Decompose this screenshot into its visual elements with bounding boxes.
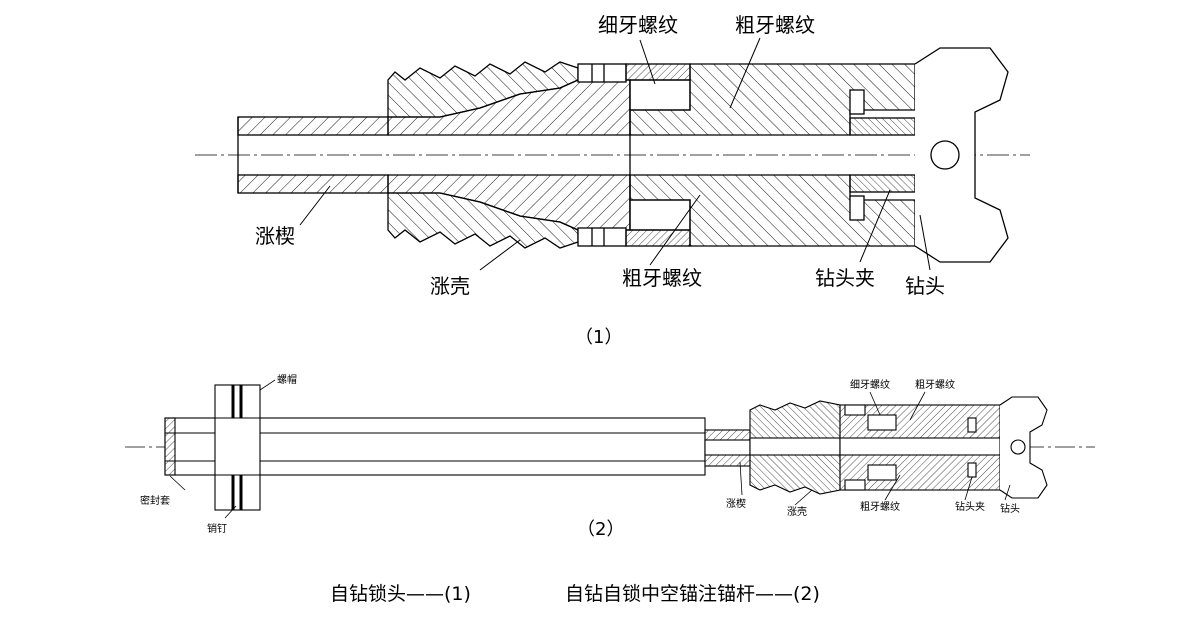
label-bit-2: 钻头 (1000, 502, 1020, 515)
label-coarse-thread-top-1: 粗牙螺纹 (735, 13, 815, 37)
label-seal-sleeve-2: 密封套 (140, 494, 170, 507)
label-coarse-thread-bottom-1: 粗牙螺纹 (622, 266, 702, 290)
label-bit-holder-1: 钻头夹 (815, 266, 875, 290)
drill-bit (914, 47, 1009, 263)
label-nut-2: 螺帽 (277, 373, 297, 386)
caption-1: （1） (575, 327, 622, 348)
bit-holder-bottom (849, 174, 916, 193)
label-bit-holder-2: 钻头夹 (955, 500, 985, 513)
hollow-anchor-bolt (125, 379, 1095, 519)
nut (214, 384, 261, 511)
label-shell-1: 涨壳 (430, 274, 470, 298)
bit-holder-top (849, 117, 916, 136)
label-wedge-1: 涨楔 (255, 224, 295, 248)
bottom-caption-right: 自钻自锁中空锚注锚杆——(2) (565, 583, 820, 605)
thread-body-bottom (629, 199, 691, 231)
self-drilling-lock-head (195, 37, 1030, 271)
drill-bit-hole-2 (1010, 439, 1026, 455)
fine-thread-ring-bottom (577, 227, 627, 247)
fine-thread-ring-top (577, 63, 627, 83)
label-bit-1: 钻头 (905, 274, 945, 298)
label-wedge-2: 涨楔 (726, 498, 746, 510)
label-shell-2: 涨壳 (787, 505, 807, 518)
label-fine-thread-1: 细牙螺纹 (598, 13, 678, 37)
thread-body-top (629, 79, 691, 111)
caption-2: （2） (577, 519, 624, 540)
label-fine-thread-2: 细牙螺纹 (850, 378, 890, 391)
drill-bit-hole (930, 140, 960, 170)
label-coarse-thread-bottom-2: 粗牙螺纹 (860, 500, 900, 513)
label-coarse-thread-top-2: 粗牙螺纹 (915, 378, 955, 391)
bottom-caption-left: 自钻锁头——(1) (330, 583, 471, 605)
wedge-tube-bottom (237, 174, 389, 194)
wedge-tube-top (237, 116, 389, 136)
label-pin-2: 销钉 (207, 522, 227, 535)
